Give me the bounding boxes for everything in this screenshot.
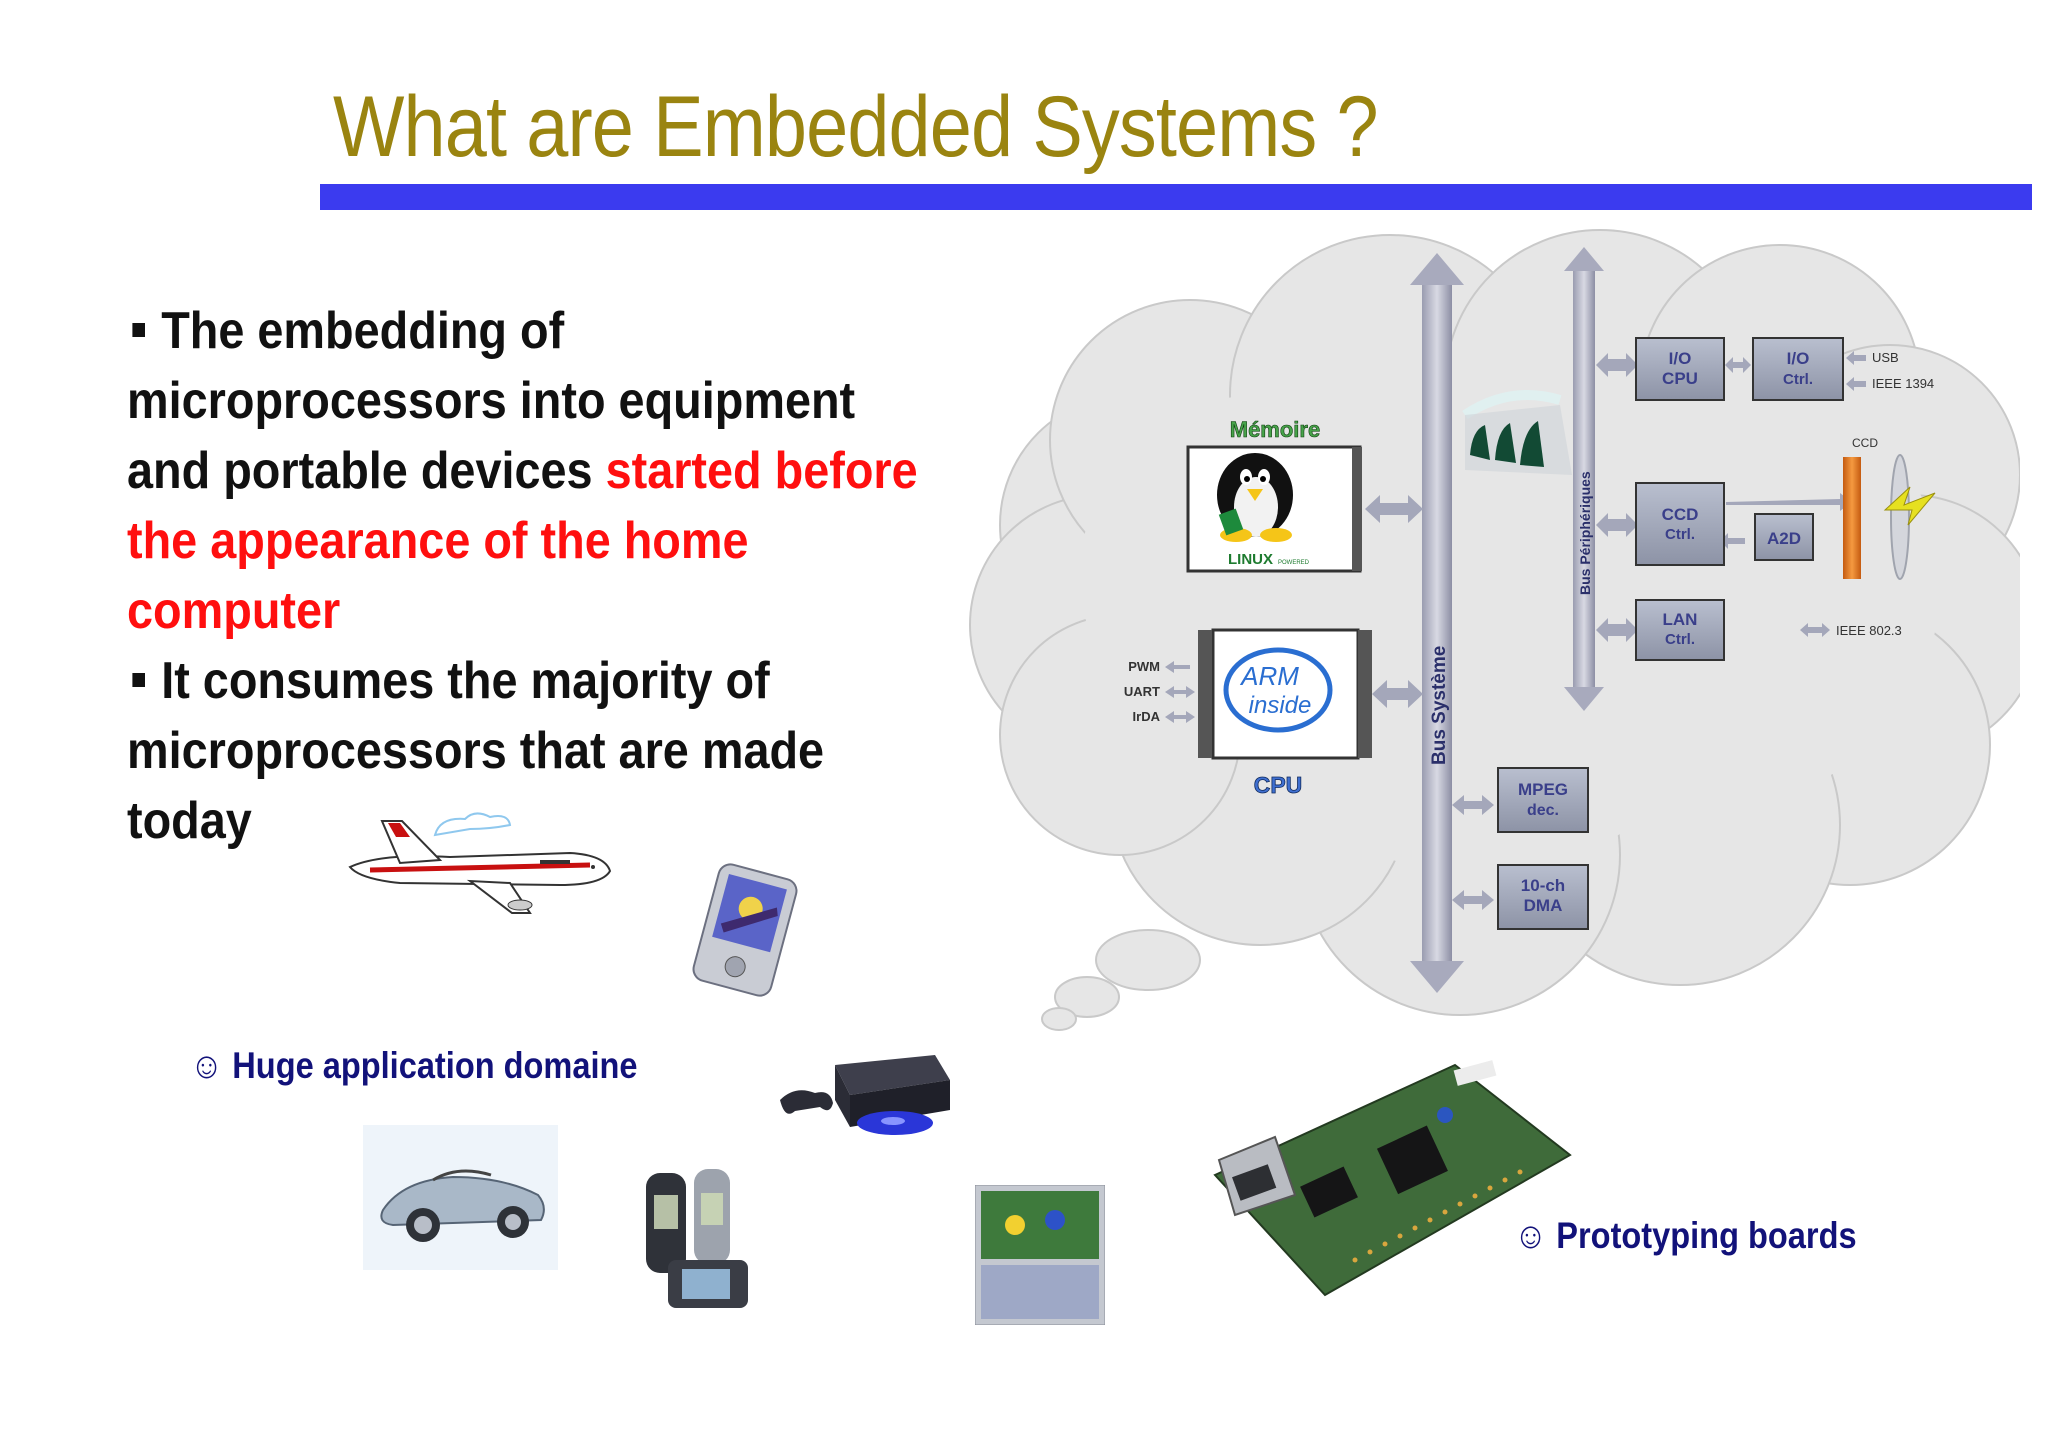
svg-text:MPEG: MPEG xyxy=(1518,780,1568,799)
cpu-label: CPU xyxy=(1254,772,1303,798)
usb-label: USB xyxy=(1872,350,1899,365)
uart-label: UART xyxy=(1124,684,1160,699)
embedded-architecture-diagram: Bus Système Bus Périphériques Mémoire xyxy=(969,229,2020,1031)
arm-inside-label: inside xyxy=(1249,692,1312,719)
lan-ctrl-block: LAN Ctrl. xyxy=(1635,599,1725,661)
io-cpu-block: I/O CPU xyxy=(1635,337,1725,401)
bus-peripheral-label: Bus Périphériques xyxy=(1577,471,1593,595)
svg-text:A2D: A2D xyxy=(1767,529,1801,548)
mpeg-decoder-block: MPEG dec. xyxy=(1497,767,1589,833)
svg-text:I/O: I/O xyxy=(1669,349,1692,368)
pwm-label: PWM xyxy=(1128,659,1160,674)
memory-label: Mémoire xyxy=(1230,417,1320,442)
bridge-icon xyxy=(1462,390,1572,475)
bullet-square-icon xyxy=(132,323,145,338)
svg-text:LAN: LAN xyxy=(1663,610,1698,629)
ccd-label: CCD xyxy=(1852,436,1878,450)
gps-devices-image xyxy=(646,1169,748,1308)
lens-icon xyxy=(1883,454,1936,580)
airplane-image xyxy=(348,812,612,914)
prototyping-board-image xyxy=(1213,1060,1572,1297)
svg-text:Ctrl.: Ctrl. xyxy=(1665,631,1695,648)
linux-penguin-icon xyxy=(1217,453,1293,542)
svg-text:I/O: I/O xyxy=(1787,349,1810,368)
bullet-square-icon xyxy=(132,673,145,688)
ccd-ctrl-block: CCD Ctrl. xyxy=(1635,482,1725,566)
cpu-signals: PWM UART IrDA xyxy=(1124,659,1195,724)
bullet-1: The embedding of microprocessors into eq… xyxy=(127,296,937,646)
linux-powered-label: POWERED xyxy=(1278,560,1310,566)
svg-text:CPU: CPU xyxy=(1662,369,1698,388)
arm-label: ARM xyxy=(1239,661,1299,691)
svg-text:dec.: dec. xyxy=(1527,802,1559,819)
io-ctrl-block: I/O Ctrl. xyxy=(1752,337,1844,401)
peripheral-bus: Bus Périphériques xyxy=(1564,247,1604,711)
cpu-block: ARM inside CPU xyxy=(1198,628,1372,798)
bus-connectors xyxy=(1365,351,1866,910)
bullet-2: It consumes the majority of microprocess… xyxy=(127,646,937,856)
bullet-2-text: It consumes the majority of microprocess… xyxy=(127,652,825,850)
application-domain-note: ☺ Huge application domaine xyxy=(190,1045,638,1086)
ieee8023-label: IEEE 802.3 xyxy=(1836,623,1902,638)
game-console-image xyxy=(780,1055,950,1135)
svg-text:CCD: CCD xyxy=(1662,505,1699,524)
car-image xyxy=(363,1125,558,1270)
svg-text:Ctrl.: Ctrl. xyxy=(1665,526,1695,543)
system-bus: Bus Système xyxy=(1410,253,1464,993)
bus-system-label: Bus Système xyxy=(1429,646,1450,765)
ccd-sensor xyxy=(1843,457,1861,579)
dma-block: 10-ch DMA xyxy=(1497,864,1589,930)
linux-label: LINUX xyxy=(1228,551,1273,568)
television-image xyxy=(975,1185,1105,1325)
slide-title: What are Embedded Systems ? xyxy=(333,79,1379,175)
title-rule xyxy=(320,184,2032,210)
memory-block: Mémoire LINUX POWERED xyxy=(1186,417,1362,573)
bullet-1-highlight: started before the appearance of the hom… xyxy=(127,442,918,640)
a2d-block: A2D xyxy=(1754,513,1814,561)
bullet-1-text: The embedding of microprocessors into eq… xyxy=(127,302,856,500)
svg-text:Ctrl.: Ctrl. xyxy=(1783,371,1813,388)
irda-label: IrDA xyxy=(1133,709,1161,724)
ieee1394-label: IEEE 1394 xyxy=(1872,376,1934,391)
arm-inside-icon: ARM inside xyxy=(1223,647,1333,733)
pda-image xyxy=(692,863,798,997)
prototyping-boards-note: ☺ Prototyping boards xyxy=(1514,1215,1857,1256)
svg-text:DMA: DMA xyxy=(1524,896,1563,915)
svg-text:10-ch: 10-ch xyxy=(1521,876,1565,895)
